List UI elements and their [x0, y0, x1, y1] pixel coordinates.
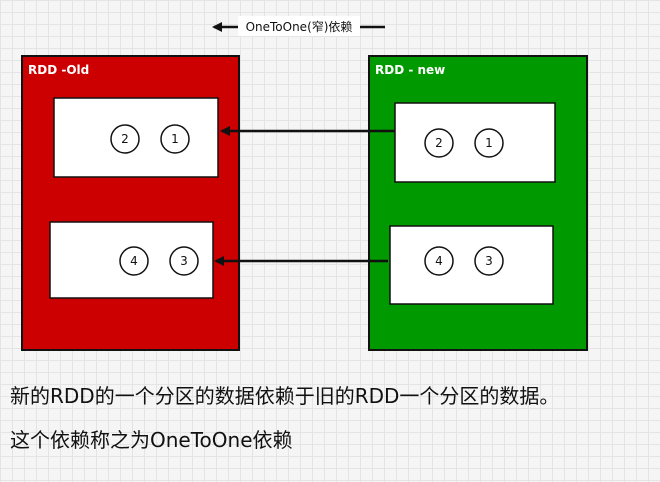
new-partition-1-item-2: 2	[424, 128, 454, 158]
dependency-diagram: OneToOne(窄)依赖 RDD -Old 2 1 4 3	[21, 16, 588, 351]
old-partition-2: 4 3	[49, 221, 214, 299]
svg-text:3: 3	[180, 254, 188, 268]
new-partition-2-item-3: 3	[474, 246, 504, 276]
old-partition-2-item-4: 4	[119, 246, 149, 276]
caption-line-1: 新的RDD的一个分区的数据依赖于旧的RDD一个分区的数据。	[10, 384, 560, 408]
title-arrow: OneToOne(窄)依赖	[212, 16, 385, 36]
svg-text:1: 1	[171, 132, 179, 146]
rdd-old-label: RDD -Old	[28, 63, 89, 77]
svg-text:2: 2	[435, 136, 443, 150]
old-partition-2-item-3: 3	[169, 246, 199, 276]
svg-text:4: 4	[130, 254, 138, 268]
old-partition-1: 2 1	[53, 97, 219, 178]
svg-text:3: 3	[485, 254, 493, 268]
new-partition-2: 4 3	[389, 225, 554, 305]
new-partition-1-item-1: 1	[474, 128, 504, 158]
rdd-new-label: RDD - new	[375, 63, 445, 77]
title-label: OneToOne(窄)依赖	[246, 19, 353, 34]
rdd-new-box: RDD - new 2 1 4 3	[368, 55, 588, 351]
old-partition-1-item-1: 1	[160, 124, 190, 154]
new-partition-2-item-4: 4	[424, 246, 454, 276]
new-partition-1: 2 1	[394, 102, 556, 183]
svg-text:4: 4	[435, 254, 443, 268]
rdd-old-box: RDD -Old 2 1 4 3	[21, 55, 240, 351]
caption-line-2: 这个依赖称之为OneToOne依赖	[10, 428, 293, 452]
svg-text:1: 1	[485, 136, 493, 150]
old-partition-1-item-2: 2	[110, 124, 140, 154]
svg-text:2: 2	[121, 132, 129, 146]
